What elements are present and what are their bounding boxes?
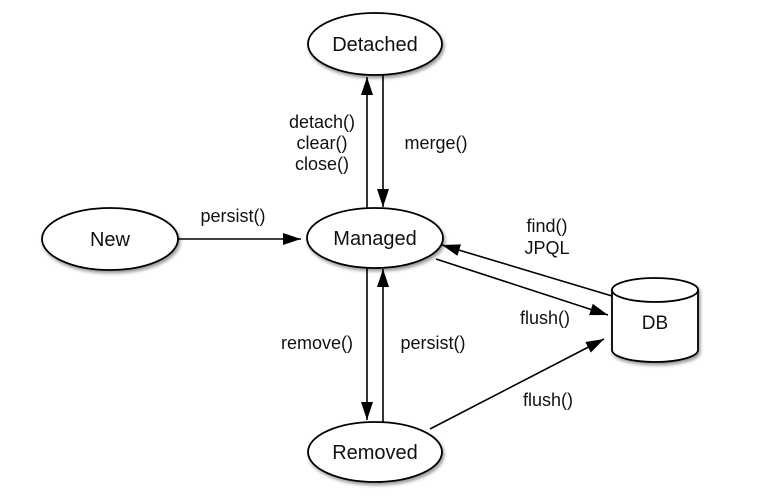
database-node-label-db: DB — [642, 313, 668, 334]
label-flush-removed-line-0: flush() — [523, 390, 573, 410]
label-find-jpql-line-0: find() — [526, 216, 567, 236]
label-flush-managed: flush() — [520, 308, 570, 328]
label-detach-clear-close-line-0: detach() — [289, 112, 355, 132]
state-node-label-removed: Removed — [332, 442, 418, 464]
state-node-label-managed: Managed — [333, 228, 416, 250]
state-node-managed — [306, 207, 444, 269]
edge-managed-to-db — [435, 258, 609, 316]
database-cylinder-top — [611, 277, 699, 303]
label-detach-clear-close-line-1: clear() — [296, 133, 347, 153]
state-node-new — [41, 207, 179, 271]
label-persist-removed: persist() — [400, 333, 465, 353]
label-remove: remove() — [281, 333, 353, 353]
labels-layer: persist() detach()clear()close() merge() re… — [200, 112, 573, 410]
label-persist-new: persist() — [200, 206, 265, 226]
label-find-jpql: find()JPQL — [524, 216, 569, 258]
label-remove-line-0: remove() — [281, 333, 353, 353]
label-find-jpql-line-1: JPQL — [524, 238, 569, 258]
edge-db-to-managed — [441, 244, 613, 297]
label-persist-new-line-0: persist() — [200, 206, 265, 226]
state-node-detached — [307, 12, 443, 76]
label-merge-line-0: merge() — [404, 133, 467, 153]
label-detach-clear-close-line-2: close() — [295, 154, 349, 174]
state-node-label-new: New — [90, 229, 131, 251]
edges-layer — [178, 75, 613, 430]
label-flush-managed-line-0: flush() — [520, 308, 570, 328]
database-node-db — [611, 277, 699, 363]
edge-removed-to-db — [429, 338, 605, 430]
database-cylinder-body — [611, 289, 699, 363]
label-merge: merge() — [404, 133, 467, 153]
label-persist-removed-line-0: persist() — [400, 333, 465, 353]
state-node-label-detached: Detached — [332, 34, 418, 56]
label-flush-removed: flush() — [523, 390, 573, 410]
state-node-removed — [307, 421, 443, 483]
label-detach-clear-close: detach()clear()close() — [289, 112, 355, 174]
